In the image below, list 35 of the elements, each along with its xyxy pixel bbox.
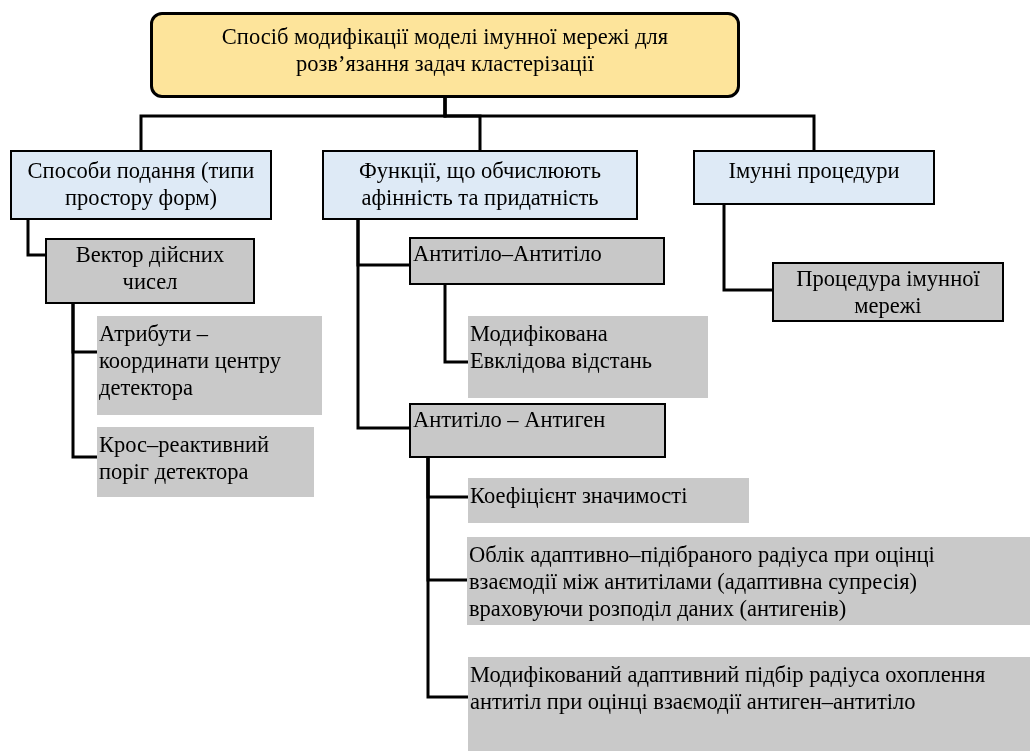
connector-line	[426, 458, 468, 699]
node-text: Функції, що обчислюють афінність та придатність	[358, 157, 602, 211]
connector-line	[722, 205, 772, 292]
node-text: Антитіло–Антитіло	[413, 240, 603, 267]
connector-line	[71, 304, 97, 459]
subcategory-box	[45, 238, 255, 304]
node-text: Модифікована Евклідова відстань	[470, 320, 654, 374]
subcategory-box	[772, 262, 1004, 322]
node-text: Процедура імунної мережі	[795, 265, 981, 319]
subcategory-box	[409, 237, 665, 285]
node-text: Спосіб модифікації моделі імунної мережі для розв’язання задач кластерізації	[220, 23, 670, 77]
node-text: Крос–реактивний поріг детектора	[99, 431, 271, 485]
connector-line	[443, 285, 468, 364]
title-box	[150, 12, 740, 98]
category-box	[10, 150, 272, 220]
node-text: Вектор дійсних чисел	[74, 241, 226, 295]
item-box	[97, 316, 322, 415]
node-text: Облік адаптивно–підібраного радіуса при оцінці взаємодії між антитілами (адаптивна супресія) враховуючи розподіл даних (антигенів)	[469, 541, 936, 622]
subcategory-box	[409, 403, 666, 458]
node-text: Коефіцієнт значимості	[470, 482, 689, 509]
item-box	[467, 537, 1030, 625]
category-box	[693, 150, 935, 205]
item-box	[468, 657, 1030, 751]
item-box	[468, 316, 708, 398]
node-text: Антитіло – Антиген	[413, 406, 607, 433]
item-box	[97, 427, 314, 497]
node-text: Імунні процедури	[727, 157, 901, 184]
node-text: Модифікований адаптивний підбір радіуса охоплення антитіл при оцінці взаємодії антиген–антитіло	[470, 661, 987, 715]
node-text: Способи подання (типи простору форм)	[26, 157, 256, 211]
category-box	[322, 150, 638, 220]
connector-line	[356, 220, 409, 430]
node-text: Атрибути – координати центру детектора	[99, 320, 283, 401]
connector-line	[443, 98, 816, 150]
item-box	[468, 478, 749, 523]
connector-line	[26, 220, 45, 257]
